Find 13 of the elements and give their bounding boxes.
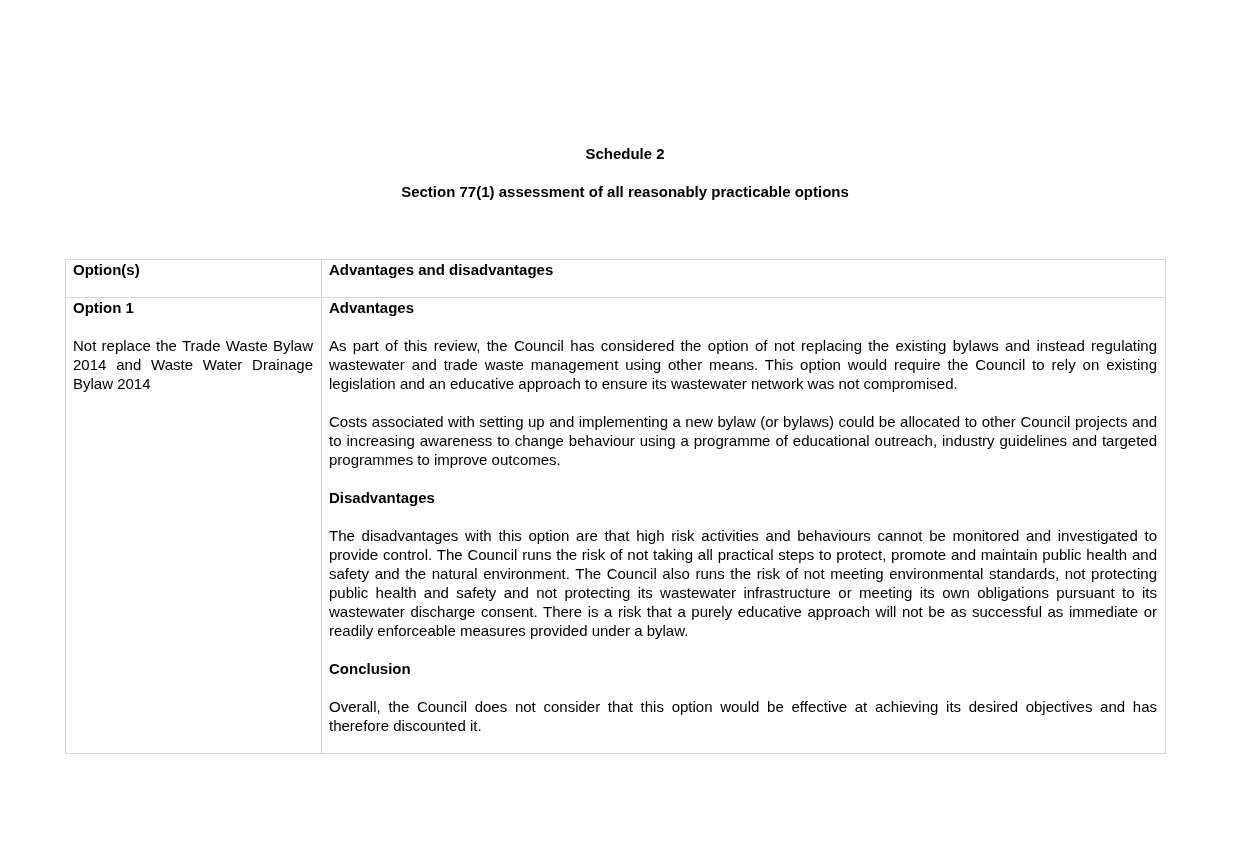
body-paragraph: As part of this review, the Council has considered the option of not replacing the existing bylaws and instead regulating wastewater and trade waste management using other means. This option would require the Council to rely on existing legislation and an educative approach to ensure its wastewater network was not compromised. <box>329 336 1157 393</box>
option-heading: Option 1 <box>73 298 135 317</box>
column-header: Advantages and disadvantages <box>329 260 555 279</box>
body-paragraph: Costs associated with setting up and implementing a new bylaw (or bylaws) could be allocated to other Council projects and to increasing awareness to change behaviour using a programme of educational outreach, industry guidelines and targeted programmes to improve outcomes. <box>329 412 1157 469</box>
option-description: Not replace the Trade Waste Bylaw 2014 and Waste Water Drainage Bylaw 2014 <box>73 336 313 393</box>
body-paragraph: The disadvantages with this option are that high risk activities and behaviours cannot be monitored and investigated to provide control. The Council runs the risk of not taking all practical steps to protect, promote and maintain public health and safety and the natural environment. The Council also runs the risk of not meeting environmental standards, not protecting public health and safety and not protecting its wastewater infrastructure or meeting its own obligations pursuant to its wastewater discharge consent. There is a risk that a purely educative approach will not be as successful as immediate or readily enforceable measures provided under a bylaw. <box>329 526 1157 640</box>
column-header: Option(s) <box>73 260 141 279</box>
page-title: Schedule 2 <box>585 145 665 162</box>
page-subtitle: Section 77(1) assessment of all reasonably practicable options <box>401 183 849 200</box>
section-heading: Conclusion <box>329 659 412 678</box>
section-heading: Advantages <box>329 298 416 317</box>
section-heading: Disadvantages <box>329 488 436 507</box>
body-paragraph: Overall, the Council does not consider that this option would be effective at achieving its desired objectives and has therefore discounted it. <box>329 697 1157 735</box>
